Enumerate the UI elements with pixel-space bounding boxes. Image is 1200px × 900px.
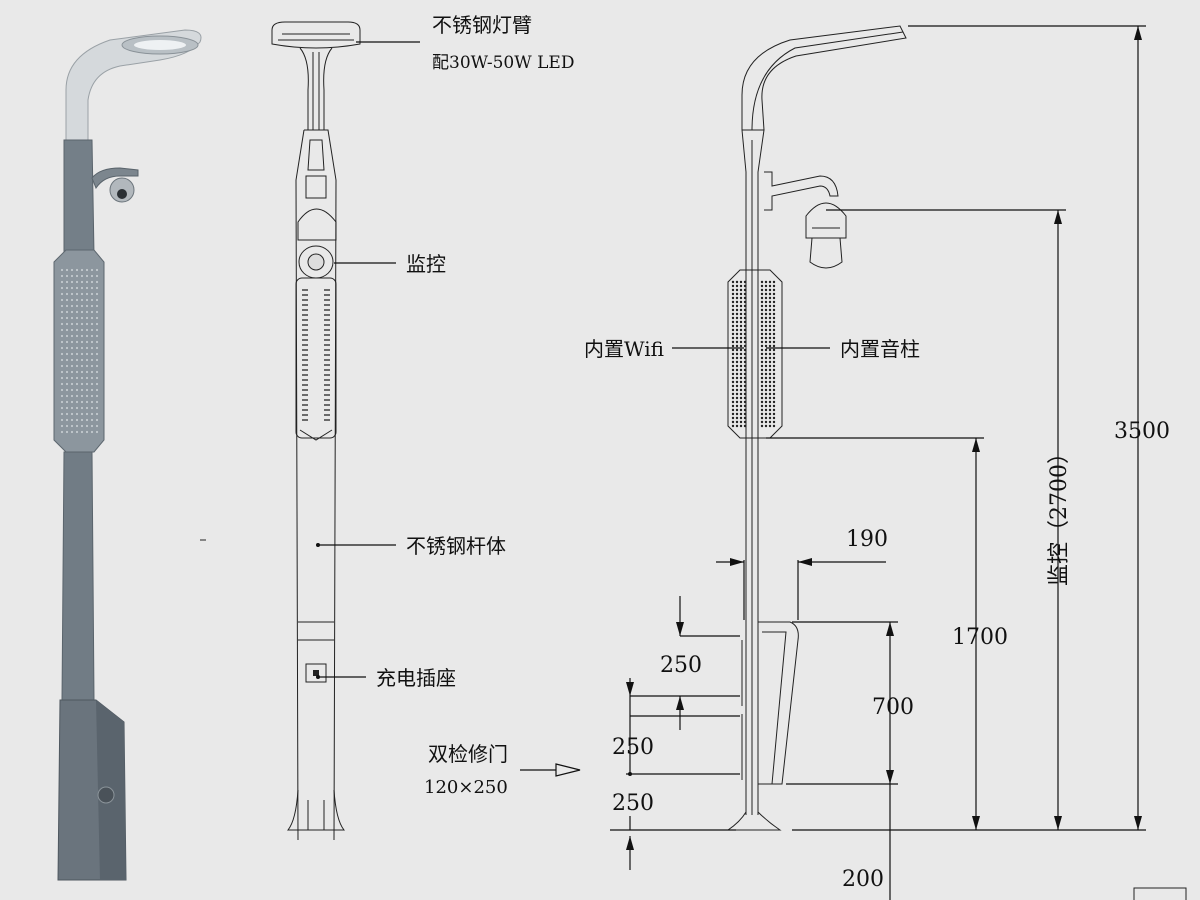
label-wifi: 内置Wifi <box>584 337 664 361</box>
label-body: 不锈钢杆体 <box>406 534 506 558</box>
side-camera <box>805 202 847 239</box>
render-upper-pole <box>63 139 95 256</box>
front-elevation: 不锈钢灯臂 配30W-50W LED 监控 不锈钢杆体 充电插座 <box>271 13 574 841</box>
dim-door-gap-bottom: 250 <box>612 791 654 816</box>
side-cabinet <box>758 621 799 785</box>
label-door-size: 120×250 <box>424 777 508 798</box>
render-speaker-grille <box>60 268 99 434</box>
side-camera-bracket <box>764 171 839 211</box>
side-base <box>726 811 782 831</box>
side-pole <box>741 129 765 815</box>
dim-door-gap-mid: 250 <box>612 735 654 760</box>
render-camera-bracket <box>91 167 139 190</box>
label-arm-led: 配30W-50W LED <box>432 53 574 73</box>
label-door-title: 双检修门 <box>428 742 508 766</box>
frame-corner <box>1133 887 1187 900</box>
dim-door-gap-top: 250 <box>660 653 702 678</box>
dim-camera-height: 监控（2700） <box>1047 442 1072 586</box>
side-lamp-arm <box>741 25 907 131</box>
front-arm-neck <box>299 47 333 130</box>
front-screen <box>295 277 337 439</box>
front-camera <box>297 208 337 241</box>
label-camera: 监控 <box>406 252 446 276</box>
side-screen <box>727 269 783 439</box>
label-arm-material: 不锈钢灯臂 <box>432 13 532 37</box>
dim-screen-bottom: 1700 <box>952 625 1008 650</box>
door-arrow-icon <box>555 763 581 777</box>
pole-render <box>53 29 202 881</box>
render-logo-icon <box>97 786 115 804</box>
dim-cabinet-height: 700 <box>872 695 914 720</box>
side-speaker-slots <box>731 280 776 428</box>
render-lower-pole <box>61 451 95 701</box>
label-socket: 充电插座 <box>376 666 456 690</box>
front-lamp-head <box>271 21 361 49</box>
render-screen-panel <box>53 249 105 453</box>
front-base <box>286 789 346 831</box>
dim-width: 190 <box>846 527 888 552</box>
dim-base: 200 <box>842 867 884 892</box>
label-speaker: 内置音柱 <box>840 337 920 361</box>
front-pole-body <box>295 129 337 841</box>
front-socket <box>305 663 327 683</box>
front-speaker-slots <box>302 289 330 421</box>
render-lamp-arm <box>65 29 202 141</box>
dimension-lines: 3500 监控（2700） 1700 700 190 250 <box>610 25 1170 900</box>
side-elevation: 内置Wifi 内置音柱 双检修门 120×250 <box>424 25 920 831</box>
dim-total-height: 3500 <box>1114 419 1170 444</box>
